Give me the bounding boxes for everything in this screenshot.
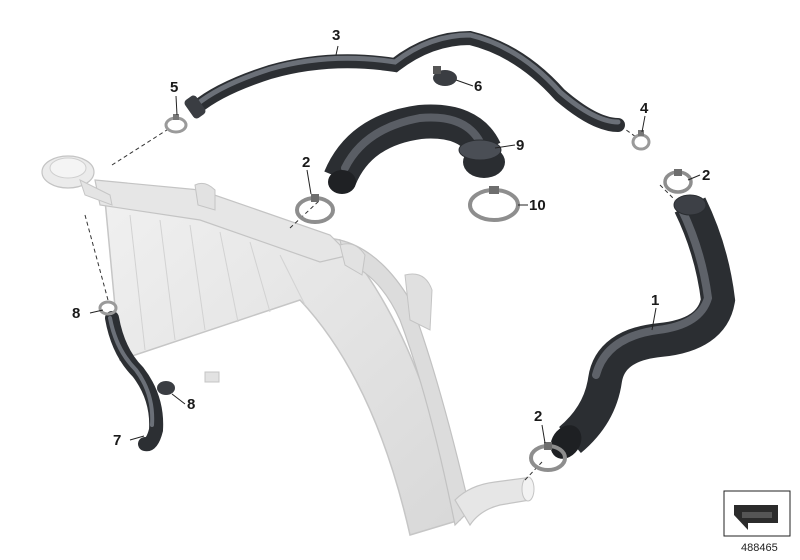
radiator-illustration bbox=[41, 155, 535, 536]
callout-10: 10 bbox=[529, 197, 546, 214]
callout-4: 4 bbox=[640, 100, 649, 117]
callout-8b: 8 bbox=[187, 396, 195, 413]
reference-number: 488465 bbox=[741, 542, 778, 554]
callout-2c: 2 bbox=[534, 408, 542, 425]
callout-1: 1 bbox=[651, 292, 659, 309]
hose-part-1 bbox=[550, 194, 736, 459]
hose-part-9 bbox=[324, 104, 505, 194]
callout-9: 9 bbox=[516, 137, 524, 154]
callout-7: 7 bbox=[113, 432, 121, 449]
hose-clamp-icon bbox=[98, 66, 693, 472]
callout-6: 6 bbox=[474, 78, 482, 95]
hose-part-3 bbox=[184, 30, 625, 132]
hose-part-7 bbox=[105, 311, 164, 452]
callout-2b: 2 bbox=[702, 167, 710, 184]
leader-lines bbox=[89, 45, 701, 444]
callout-5: 5 bbox=[170, 79, 178, 96]
callout-2a: 2 bbox=[302, 154, 310, 171]
callout-3: 3 bbox=[332, 27, 340, 44]
callout-8a: 8 bbox=[72, 305, 80, 322]
callouts: 1 2 2 2 3 4 5 6 7 8 8 9 10 bbox=[72, 27, 710, 449]
orientation-arrow-icon bbox=[723, 490, 791, 537]
assembly-lines bbox=[84, 121, 676, 481]
